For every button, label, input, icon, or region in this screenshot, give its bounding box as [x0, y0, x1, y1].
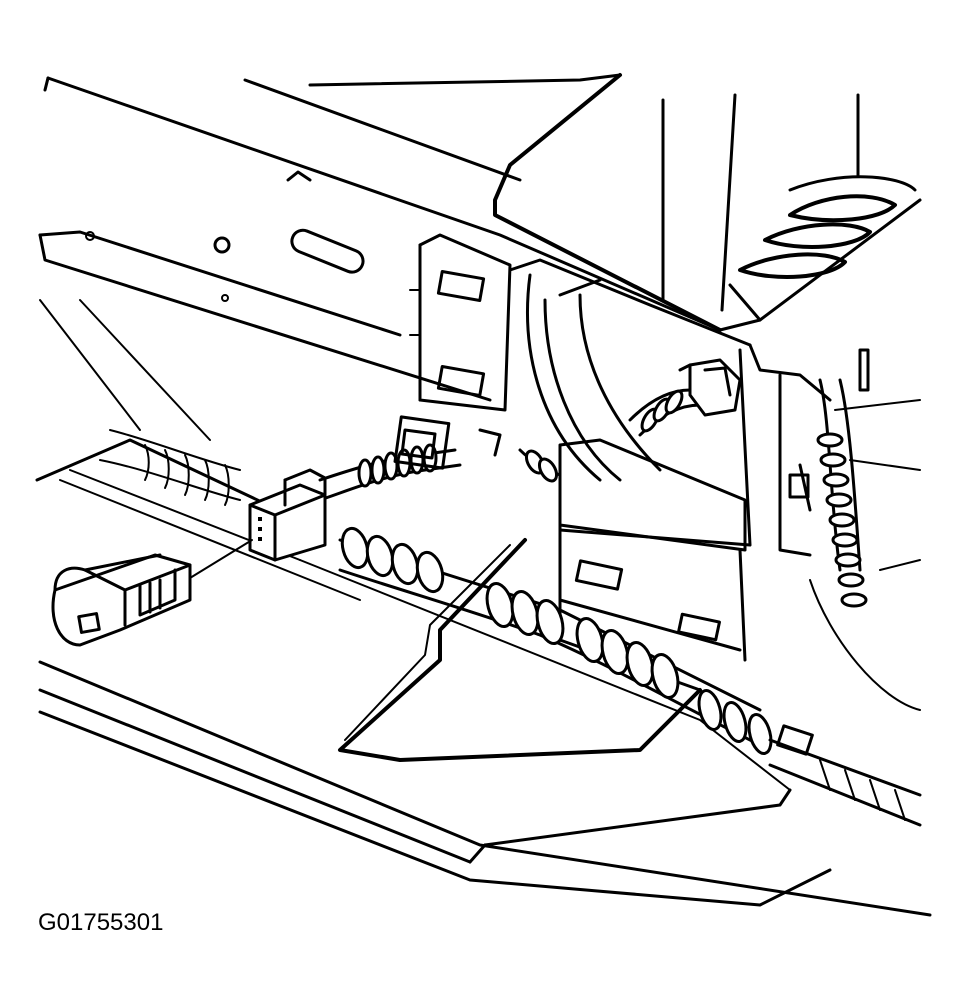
bracket-with-slots: [409, 233, 512, 412]
harness-clip: [478, 428, 562, 483]
right-side-frame: [748, 343, 921, 711]
panel-holes: [85, 228, 365, 302]
figure-code: G01755301: [38, 909, 164, 936]
floor-harness-wrap: [99, 429, 241, 506]
carpet-cutaway-outline: [338, 538, 702, 762]
pigtail-wire: [318, 415, 462, 502]
floor-sill-panel: [35, 438, 932, 917]
upper-connector: [628, 358, 742, 437]
wire-harness-loom: [338, 526, 922, 827]
harness-connector: [248, 468, 327, 562]
switch-module: [51, 539, 253, 647]
seat-rails: [728, 175, 917, 322]
right-vertical-harness: [816, 378, 868, 608]
upper-body-panel: [38, 73, 922, 441]
